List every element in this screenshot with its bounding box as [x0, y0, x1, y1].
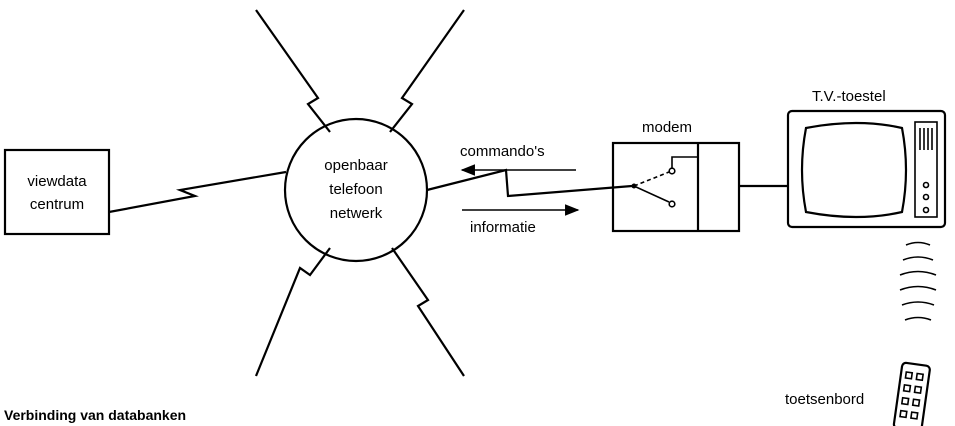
tv-screen [800, 121, 908, 219]
keypad-label: toetsenbord [785, 391, 864, 408]
keypad-key-8 [910, 411, 919, 420]
keypad-key-3 [902, 383, 912, 393]
signal-wave-4 [899, 285, 937, 291]
tv-cabinet [786, 109, 947, 229]
modem-switch-pivot [631, 183, 637, 189]
network-label-2: telefoon [329, 181, 382, 198]
keypad-key-7 [899, 409, 908, 419]
viewdata-center-box [3, 148, 111, 236]
keypad-key-2 [915, 372, 925, 382]
signal-wave-3 [899, 270, 937, 276]
modem-contact-upper [668, 167, 676, 175]
modem-node: modem [611, 119, 741, 233]
viewdata-label-2: centrum [30, 196, 84, 213]
network-line-top-right [389, 9, 465, 133]
modem-switch-dashed [633, 171, 670, 187]
modem-switch-upper-wire [671, 156, 698, 168]
network-modem-link [426, 168, 633, 198]
tv-knob-1 [922, 181, 930, 189]
keypad-node: toetsenbord [785, 361, 931, 426]
signal-wave-6 [904, 316, 932, 321]
network-label-3: netwerk [330, 205, 383, 222]
tv-knob-3 [922, 206, 930, 214]
figure-caption: Verbinding van databanken [4, 407, 186, 423]
tv-control-panel [914, 121, 938, 218]
tv-label: T.V.-toestel [812, 88, 886, 105]
signal-wave-2 [902, 256, 934, 261]
keypad-device [892, 361, 931, 426]
keypad-key-5 [900, 396, 910, 406]
keypad-key-6 [911, 398, 921, 407]
modem-label: modem [642, 119, 692, 136]
keypad-body [892, 361, 931, 426]
network-line-bottom-right [391, 247, 465, 377]
signal-wave-5 [901, 301, 935, 306]
viewdata-label-1: viewdata [27, 173, 87, 190]
keypad-key-4 [913, 385, 923, 395]
network-line-bottom-left [254, 247, 331, 377]
modem-contact-lower [668, 200, 676, 208]
viewdata-network-link [108, 170, 287, 214]
network-line-top-left [255, 9, 331, 133]
information-label: informatie [470, 219, 536, 236]
viewdata-center-node: viewdata centrum [3, 148, 111, 236]
public-telephone-network-node: openbaar telefoon netwerk [283, 117, 429, 263]
tv-node: T.V.-toestel [786, 88, 947, 229]
commands-label: commando's [460, 143, 545, 160]
network-label-1: openbaar [324, 157, 387, 174]
wireless-signal-waves [899, 241, 937, 321]
signal-wave-1 [905, 241, 931, 246]
modem-switch-arm [633, 185, 670, 203]
tv-knob-2 [922, 193, 930, 201]
keypad-key-1 [904, 371, 914, 380]
